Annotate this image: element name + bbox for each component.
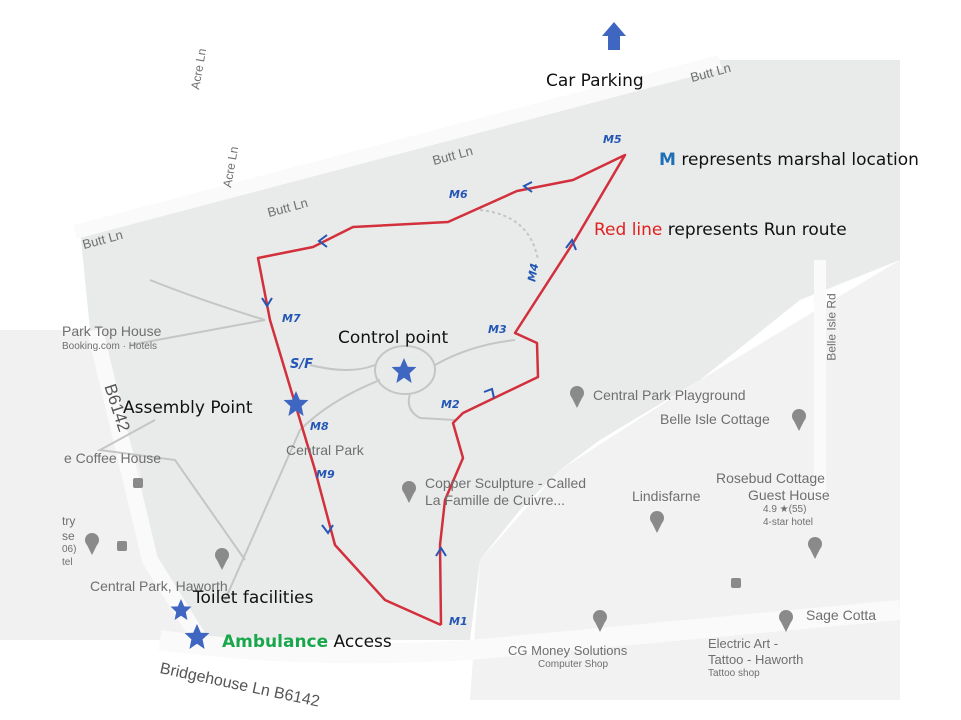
street-label: Belle Isle Rd [824,293,839,361]
place-label: Sage Cotta [806,607,877,623]
place-label: Tattoo - Haworth [708,652,804,667]
arrow-left-icon [317,234,328,248]
ambulance-prefix: Ambulance [222,632,329,652]
place-label: se [62,529,75,543]
bus-stop-icon [133,478,143,488]
marshal-label: M1 [449,615,468,628]
map-background-east [470,260,900,700]
marshal-label: M9 [316,468,335,481]
route-legend-prefix: Red line [594,220,663,240]
arrow-down-icon [321,524,334,535]
marshal-label: M2 [441,398,460,411]
arrow-up-icon [435,546,447,557]
place-label: Belle Isle Cottage [660,411,770,427]
place-sublabel: Booking.com · Hotels [62,341,158,352]
place-label: Central Park Playground [593,387,746,403]
route-legend: Red line represents Run route [594,220,847,240]
place-sublabel: Tattoo shop [708,668,760,679]
place-label: Copper Sculpture - Called [425,475,587,491]
marshal-label: M7 [282,312,301,325]
direction-arrows [261,181,577,557]
place-label: tel [62,557,73,568]
marshal-label: M8 [310,420,329,433]
marshal-label: S/F [290,357,313,372]
place-label: try [62,514,76,528]
place-sublabel: 4-star hotel [763,517,814,528]
butt-ln-road [73,55,722,239]
toilet-label: Toilet facilities [193,588,314,608]
rating-label: 4.9 ★(55) [763,504,807,515]
place-label: Electric Art - [708,636,779,651]
ambulance-text: Access [328,632,392,652]
control-point-label: Control point [338,328,449,348]
stars [170,358,417,649]
place-label: Park Top House [62,323,162,339]
toilet-star-icon [170,599,192,620]
footpaths [96,209,539,601]
place-label: Lindisfarne [632,488,701,504]
marshal-legend-text: represents marshal location [675,150,919,170]
park-area [80,60,900,640]
place-label: Central Park, Haworth [90,578,228,594]
marshal-label: M6 [449,188,468,201]
car-parking-arrow-icon [602,22,626,50]
ambulance-star-icon [184,624,210,649]
place-label: e Coffee House [64,450,162,466]
arrow-upright-icon [565,237,577,251]
car-parking-label: Car Parking [546,71,644,91]
arrow-down-icon [261,297,273,308]
place-label: Guest House [748,487,830,503]
place-sublabel: Computer Shop [538,659,609,670]
marshal-label: M5 [603,133,622,146]
arrow-upright-icon [483,387,495,399]
route-legend-text: represents Run route [662,220,847,240]
bus-stop-icon [731,578,741,588]
place-label: Central Park [286,442,364,458]
marshal-label: M3 [488,323,507,336]
poi-pins [85,386,822,632]
bus-stop-icon [117,541,127,551]
run-route-line [256,153,627,627]
marshal-legend: M represents marshal location [659,150,919,170]
place-label: Rosebud Cottage [716,470,825,486]
control-point-star-icon [391,358,417,383]
arrow-left-icon [522,181,533,193]
assembly-point-label: Assembly Point [123,398,253,418]
assembly-point-star-icon [283,391,309,416]
marshal-legend-prefix: M [659,150,676,170]
place-label: 06) [62,544,77,555]
ambulance-label: Ambulance Access [222,632,392,652]
place-label: La Famille de Cuivre... [425,492,566,508]
place-label: CG Money Solutions [508,643,628,658]
